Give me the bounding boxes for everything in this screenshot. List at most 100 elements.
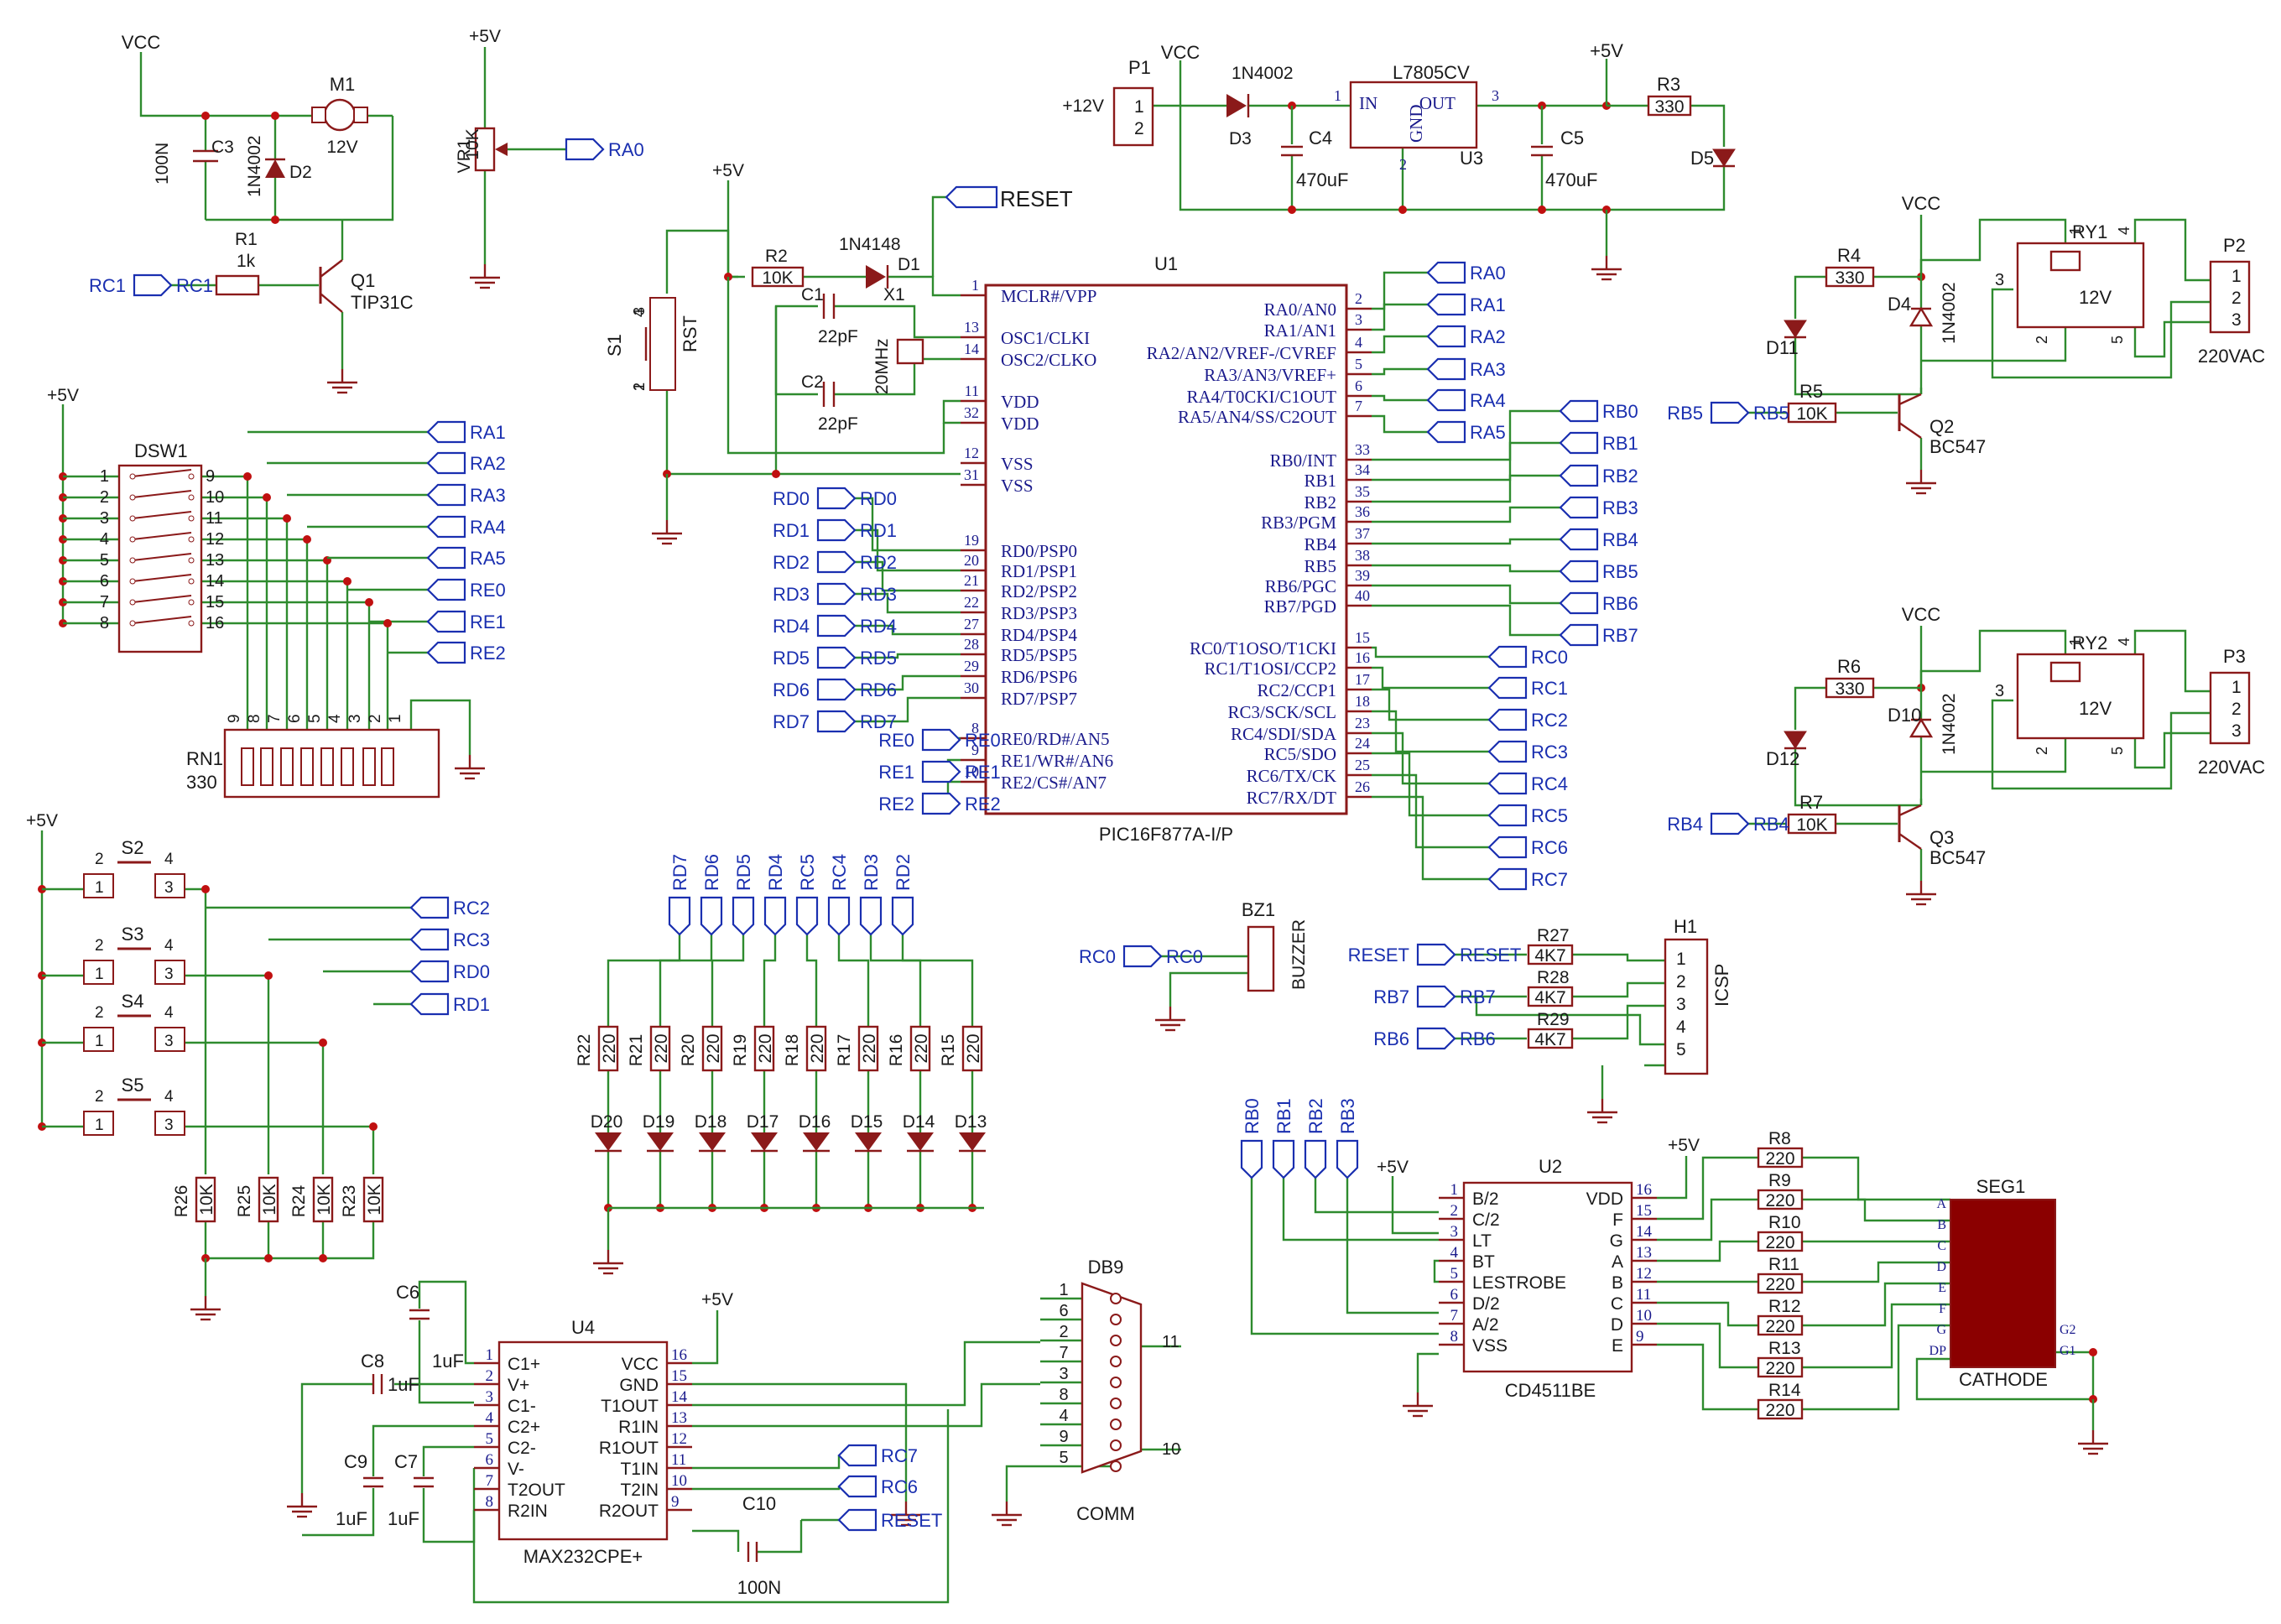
label: C6 xyxy=(396,1282,419,1303)
label: RB5 xyxy=(1667,403,1703,424)
label: C1+ xyxy=(508,1355,540,1374)
net-label: RESET xyxy=(1460,945,1521,966)
label: 3 xyxy=(1059,1365,1068,1383)
label: T1IN xyxy=(620,1460,659,1479)
label: 4 xyxy=(164,937,174,955)
switch-s1 xyxy=(649,297,676,391)
pin-name: RA0/AN0 xyxy=(1264,299,1336,320)
resistor-seg xyxy=(1757,1356,1804,1378)
net-flag xyxy=(816,550,857,574)
label: 11 xyxy=(206,509,223,528)
label: 220 xyxy=(1765,1401,1794,1420)
label: 4 xyxy=(164,1088,174,1106)
junction-dot xyxy=(243,472,252,481)
resistor-led xyxy=(857,1025,879,1072)
junction-dot xyxy=(383,619,392,627)
wire xyxy=(1475,997,1665,1046)
switch-contact xyxy=(188,599,195,606)
net-flag xyxy=(426,641,466,664)
label: S4 xyxy=(122,991,144,1012)
label: +5V xyxy=(1668,1136,1700,1155)
label: 1N4002 xyxy=(245,135,264,197)
label: L7805CV xyxy=(1393,62,1470,83)
label: 4K7 xyxy=(1534,1030,1565,1049)
label: 3 xyxy=(164,1116,174,1134)
junction-dot xyxy=(365,598,373,606)
pin-name: RA3/AN3/VREF+ xyxy=(1204,365,1336,385)
label: R8 xyxy=(1768,1129,1791,1148)
pin-number: 11 xyxy=(965,383,979,399)
label: B xyxy=(1612,1273,1623,1293)
pin-name: RA2/AN2/VREF-/CVREF xyxy=(1147,343,1336,363)
label: U3 xyxy=(1460,148,1483,169)
relay-coil xyxy=(2049,661,2081,683)
net-label: RB4 xyxy=(1602,529,1638,550)
label: TIP31C xyxy=(351,292,414,313)
net-label: RA4 xyxy=(1470,390,1506,411)
label: 3 xyxy=(1995,271,2004,289)
net-label: RC7 xyxy=(881,1445,918,1466)
label: R18 xyxy=(783,1034,802,1067)
label: 220 xyxy=(1765,1275,1794,1294)
wire xyxy=(2133,731,2211,769)
line xyxy=(132,469,192,477)
net-flag xyxy=(1487,708,1528,731)
wire xyxy=(422,1468,476,1543)
db9-pin xyxy=(1110,1439,1122,1451)
label: 220 xyxy=(1765,1359,1794,1378)
label: CATHODE xyxy=(1959,1369,2048,1390)
label: R20 xyxy=(679,1034,698,1067)
label: 3 xyxy=(2232,310,2242,330)
wire xyxy=(1915,1351,2095,1401)
net-flag xyxy=(1710,401,1750,424)
net-label: RD1 xyxy=(453,994,490,1015)
junction-dot xyxy=(271,112,279,120)
pin-name: RD7/PSP7 xyxy=(1001,689,1077,709)
label: 8 xyxy=(246,714,263,723)
label: 9 xyxy=(1636,1328,1644,1346)
line xyxy=(132,616,192,624)
net-flag xyxy=(945,185,998,209)
label: 5 xyxy=(100,551,109,570)
net-label: RB5 xyxy=(1753,403,1789,424)
label: 9 xyxy=(1059,1428,1068,1446)
label: 4 xyxy=(164,1004,174,1022)
label: 5 xyxy=(1450,1265,1459,1283)
wire xyxy=(607,934,681,1028)
net-label: RD4 xyxy=(860,616,897,637)
label: 3 xyxy=(100,509,109,528)
wire-rb xyxy=(1372,584,1560,605)
net-flag xyxy=(426,610,466,633)
label: C5 xyxy=(1560,128,1584,148)
net-label: RA0 xyxy=(608,139,644,160)
junction-dot xyxy=(1398,206,1407,214)
net-flag xyxy=(816,487,857,510)
pushbutton-pin xyxy=(154,1027,185,1052)
net-flag xyxy=(837,1508,878,1532)
wire xyxy=(1250,1178,1439,1335)
label: 16 xyxy=(671,1346,687,1364)
line xyxy=(320,293,343,313)
wire xyxy=(665,390,961,476)
net-flag xyxy=(426,483,466,507)
led-icon xyxy=(647,1132,674,1151)
label: F xyxy=(1939,1302,1946,1316)
junction-dot xyxy=(201,885,210,893)
label: 4K7 xyxy=(1534,946,1565,966)
label: 330 xyxy=(1835,268,1864,288)
db9-pin xyxy=(1110,1314,1122,1325)
label: 100N xyxy=(737,1577,782,1598)
wire xyxy=(659,934,713,1028)
pin-name: RD4/PSP4 xyxy=(1001,625,1078,645)
label: R7 xyxy=(1799,792,1823,813)
label: 1 xyxy=(95,966,104,983)
net-flag xyxy=(409,960,450,983)
label: 10K xyxy=(365,1184,384,1215)
label: BZ1 xyxy=(1242,899,1275,920)
net-flag xyxy=(409,896,450,919)
pin-number: 15 xyxy=(1355,629,1370,646)
net-flag xyxy=(816,518,857,542)
pushbutton-pin xyxy=(154,873,185,898)
wire xyxy=(372,1424,474,1476)
label: C9 xyxy=(344,1451,367,1472)
